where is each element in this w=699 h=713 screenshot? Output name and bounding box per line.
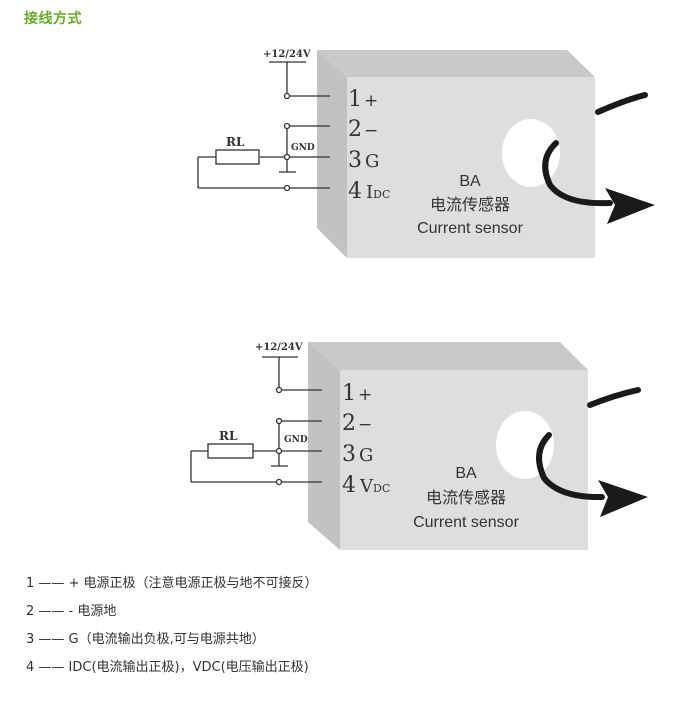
- pin-1-label: 1+: [342, 381, 372, 406]
- sensor-model: BA: [459, 173, 481, 190]
- pin-legend: 1 —— + 电源正极（注意电源正极与地不可接反） 2 —— - 电源地 3 —…: [26, 574, 318, 686]
- pin-2-label: 2−: [348, 117, 378, 142]
- legend-item-pin-1: 1 —— + 电源正极（注意电源正极与地不可接反）: [26, 576, 318, 591]
- sensor-box-top-face: [317, 50, 595, 77]
- sensor-box: [308, 342, 588, 550]
- sensor-name-cn: 电流传感器: [426, 489, 506, 507]
- sensor-box-side-face: [308, 342, 340, 550]
- resistor-label: RL: [219, 429, 238, 443]
- supply-voltage-label: +12/24V: [263, 49, 311, 60]
- legend-item-pin-3: 3 —— G（电流输出负极,可与电源共地）: [26, 632, 265, 647]
- legend-item-pin-2: 2 —— - 电源地: [26, 604, 117, 619]
- sensor-name-en: Current sensor: [413, 514, 519, 531]
- sensor-name-en: Current sensor: [417, 220, 523, 237]
- ground-label: GND: [284, 435, 308, 445]
- supply-voltage-label: +12/24V: [255, 342, 303, 353]
- sensor-hole: [496, 411, 554, 479]
- pin-1-label: 1+: [348, 87, 378, 112]
- sensor-name-cn: 电流传感器: [430, 196, 510, 214]
- cable-arrow-icon: [542, 92, 655, 224]
- sensor-box: [317, 50, 595, 258]
- section-title: 接线方式: [24, 11, 82, 27]
- pin-2-label: 2−: [342, 411, 372, 436]
- resistor-label: RL: [226, 135, 245, 149]
- sensor-box-top-face: [308, 342, 588, 370]
- terminal-nodes: [275, 386, 283, 486]
- legend-item-pin-4: 4 —— IDC(电流输出正极)，VDC(电压输出正极): [26, 660, 309, 675]
- ground-label: GND: [291, 143, 315, 153]
- wiring: [190, 356, 322, 483]
- cable-arrow-icon: [536, 387, 648, 517]
- sensor-box-side-face: [317, 50, 347, 258]
- terminal-nodes: [283, 92, 291, 192]
- wiring: [197, 61, 330, 189]
- sensor-model: BA: [455, 465, 477, 482]
